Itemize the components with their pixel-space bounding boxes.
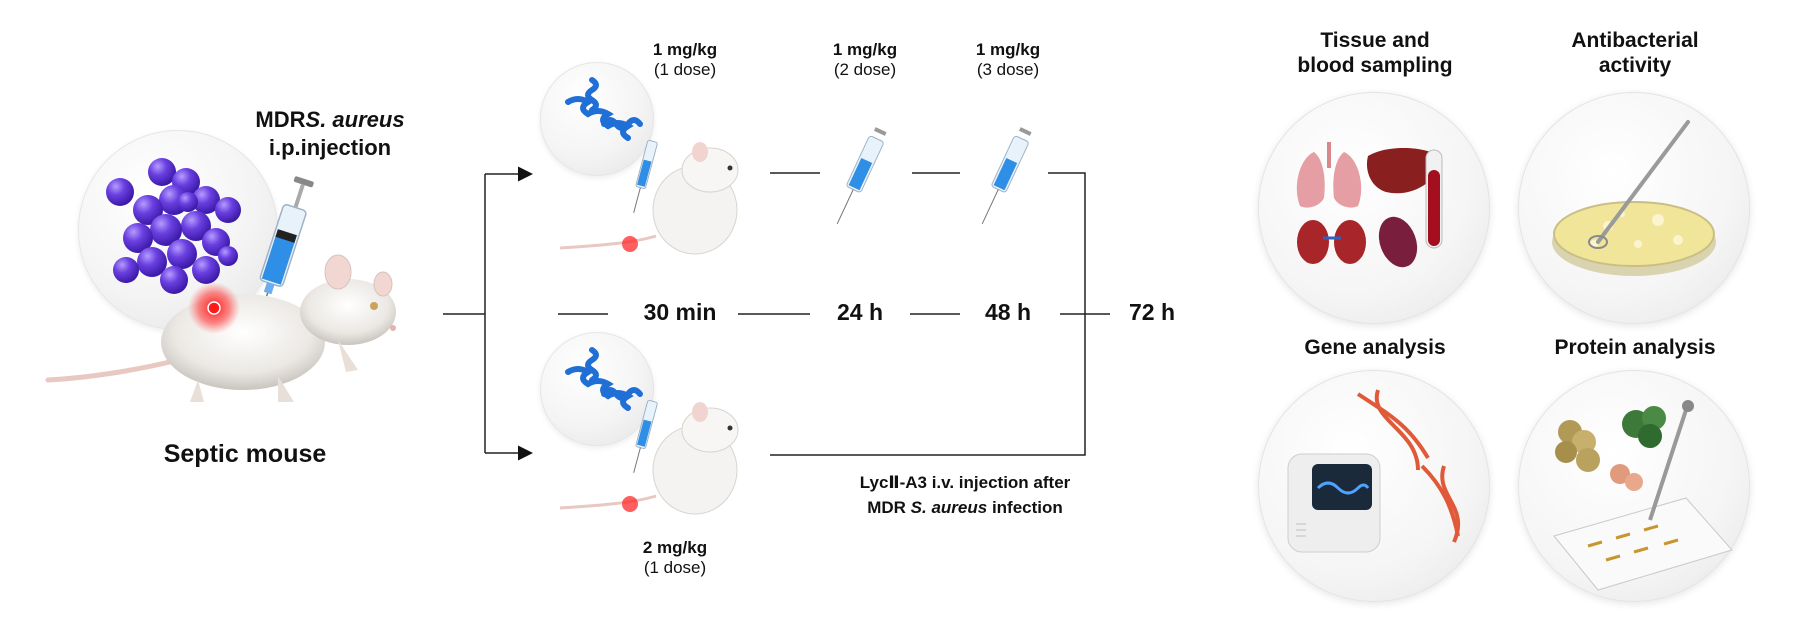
dose-4-amount: 2 mg/kg: [642, 538, 708, 557]
syringe-icon-48h: [981, 127, 1032, 225]
dose-1-count: (1 dose): [653, 60, 717, 79]
mouse-icon-bottom: [559, 399, 739, 515]
time-label-72h: 72 h: [1128, 299, 1176, 325]
organs-icon: [1296, 142, 1443, 268]
time-label-30min: 30 min: [643, 299, 717, 325]
peptide-helix-icon-bottom: [565, 347, 643, 411]
treatment-suffix: infection: [987, 498, 1063, 517]
dose-label-1: 1 mg/kg (1 dose): [620, 40, 750, 80]
dose-3-count: (3 dose): [976, 60, 1040, 79]
treatment-prefix: MDR: [867, 498, 911, 517]
dose-label-3: 1 mg/kg (3 dose): [943, 40, 1073, 80]
analysis-title-tissue-line1: Tissue and: [1320, 29, 1430, 52]
dose-2-amount: 1 mg/kg: [832, 40, 898, 59]
sequencer-icon: [1287, 453, 1381, 553]
pathogen-prefix: MDR: [255, 107, 306, 132]
blood-tube-icon: [1425, 149, 1443, 249]
pathogen-name: S. aureus: [305, 107, 405, 132]
protein-analysis-icon: [1553, 400, 1733, 591]
protein-structure-icon: [1555, 406, 1666, 491]
peptide-helix-icon-top: [565, 77, 643, 141]
mouse-icon-top: [559, 139, 739, 255]
liver-icon: [1366, 147, 1442, 194]
gene-sequencer-icon: [1287, 389, 1461, 553]
dna-icon: [1356, 389, 1461, 543]
treatment-caption: LycⅡ-A3 i.v. injection after MDR S. aure…: [820, 470, 1110, 520]
septic-mouse-icon: [45, 254, 396, 402]
treatment-line-2: MDR S. aureus infection: [820, 495, 1110, 520]
analysis-title-antibacterial-line2: activity: [1598, 54, 1672, 77]
pathogen-label: MDRS. aureus i.p.injection: [230, 106, 430, 162]
analysis-title-gene: Gene analysis: [1304, 336, 1446, 359]
analysis-title-antibacterial: Antibacterial activity: [1520, 28, 1750, 78]
bacteria-cluster-icon: [106, 158, 241, 294]
syringe-icon-24h: [836, 127, 887, 225]
kidneys-icon: [1297, 220, 1366, 264]
tissue-bubble: [1258, 92, 1490, 324]
treatment-line-1: LycⅡ-A3 i.v. injection after: [859, 473, 1071, 492]
injection-route: i.p.injection: [268, 135, 392, 160]
spleen-icon: [1378, 216, 1418, 268]
lungs-icon: [1296, 142, 1362, 208]
analysis-title-tissue-line2: blood sampling: [1297, 54, 1453, 77]
dose-label-2: 1 mg/kg (2 dose): [800, 40, 930, 80]
septic-mouse-label: Septic mouse: [163, 440, 327, 468]
analysis-title-tissue: Tissue and blood sampling: [1260, 28, 1490, 78]
dose-4-count: (1 dose): [643, 558, 707, 577]
dose-label-4: 2 mg/kg (1 dose): [610, 538, 740, 578]
time-label-24h: 24 h: [836, 299, 884, 325]
dose-1-amount: 1 mg/kg: [652, 40, 718, 59]
gel-membrane-icon: [1553, 497, 1733, 591]
analysis-title-antibacterial-line1: Antibacterial: [1571, 29, 1699, 52]
dose-2-count: (2 dose): [833, 60, 897, 79]
pipette-icon: [1648, 400, 1694, 521]
petri-dish-icon: [1552, 120, 1716, 276]
dose-3-amount: 1 mg/kg: [975, 40, 1041, 59]
analysis-title-protein: Protein analysis: [1554, 336, 1716, 359]
time-label-48h: 48 h: [984, 299, 1032, 325]
treatment-pathogen: S. aureus: [910, 498, 988, 517]
